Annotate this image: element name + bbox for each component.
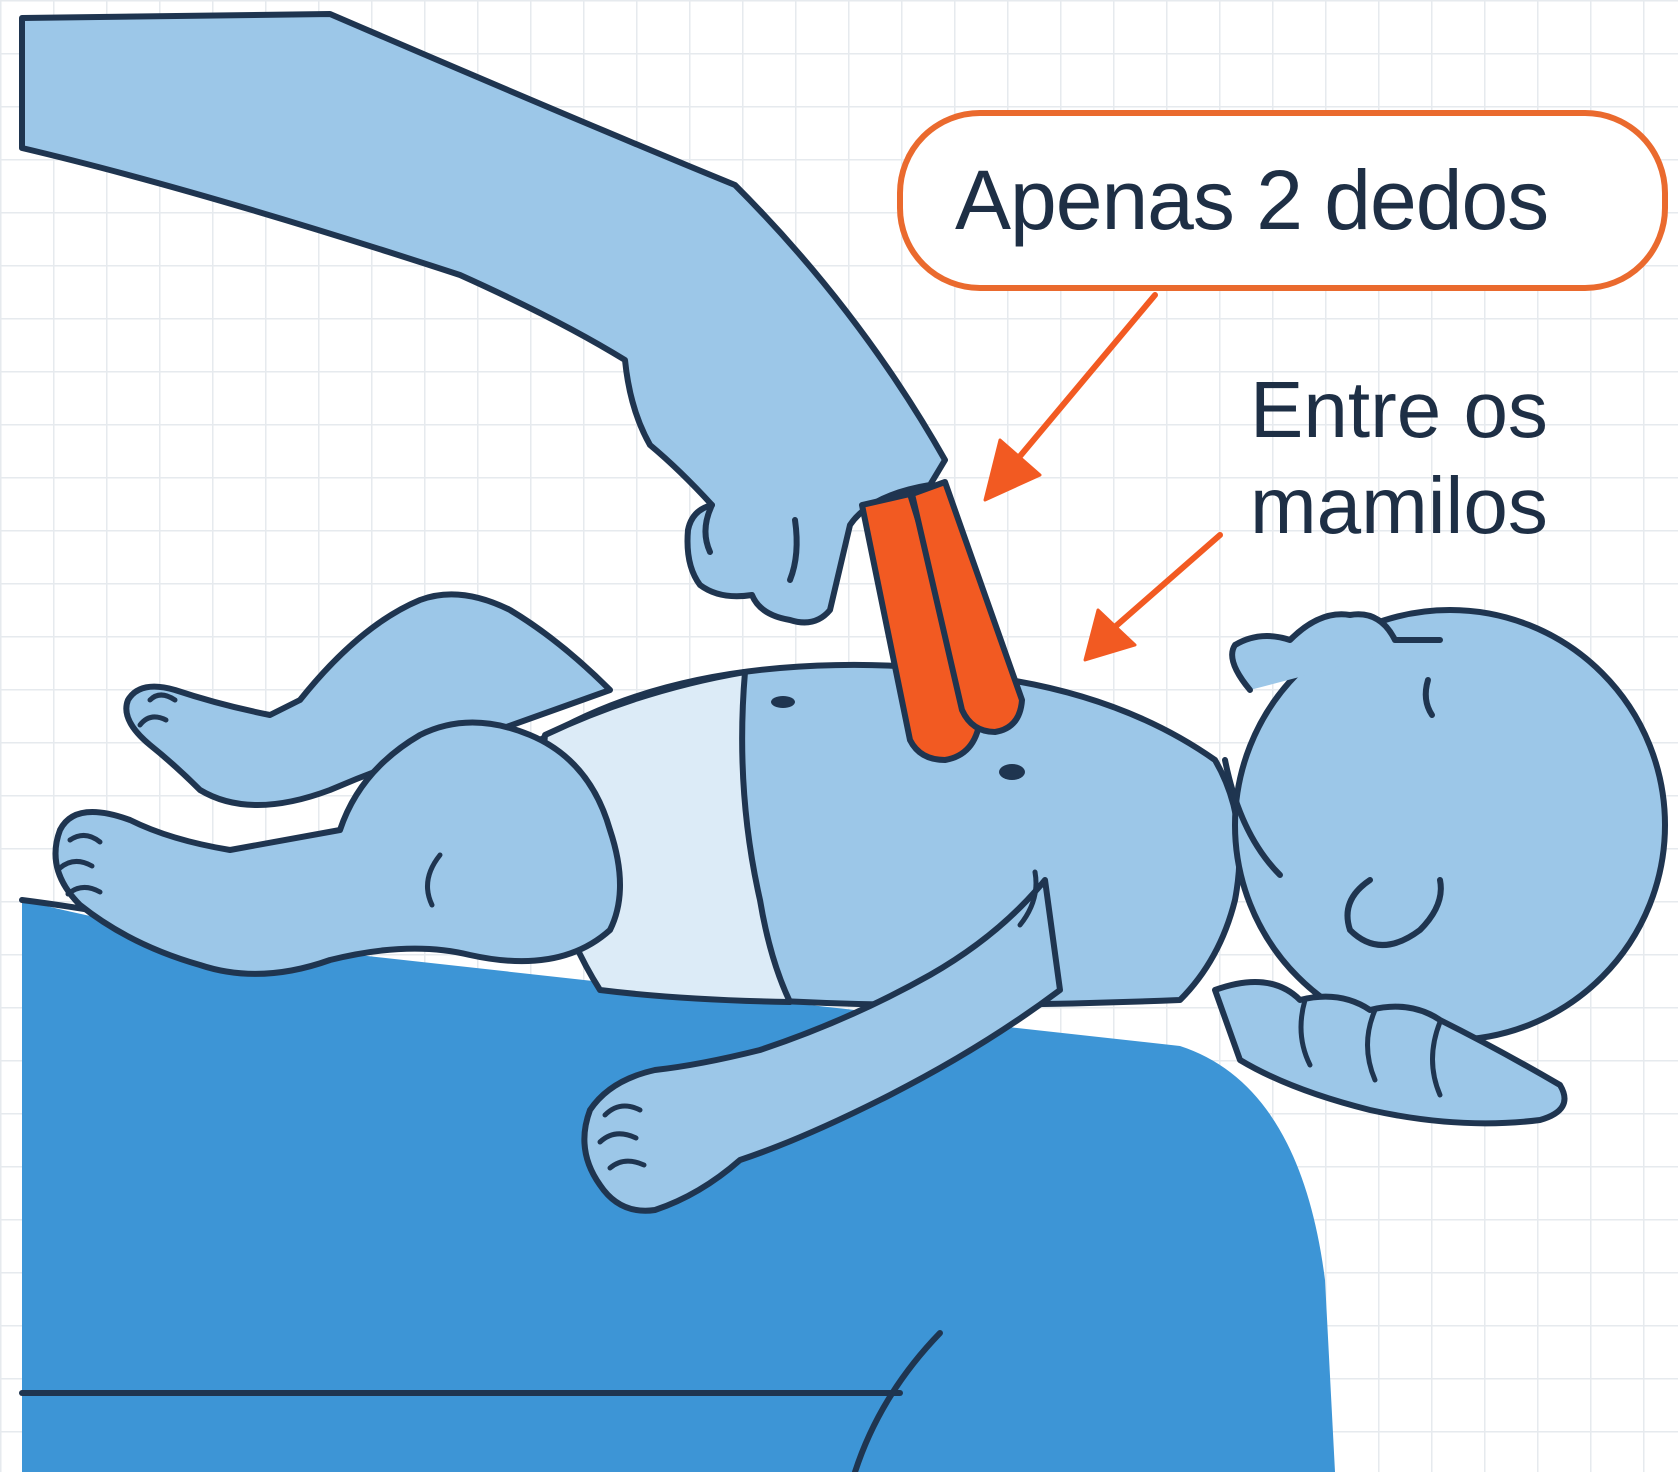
near-toes [57,833,103,897]
nipple-right [999,764,1025,780]
baby-arm [581,877,1063,1214]
near-knee-line [425,852,443,908]
compression-finger-2 [909,479,1025,735]
callout-nipples-line1: Entre os [1250,365,1548,454]
baby-face-profile [1229,611,1443,693]
baby-fingers [597,1103,647,1171]
baby-jaw-line [1222,757,1283,878]
baby-ear [1344,877,1444,948]
nipple-left [771,696,795,708]
callout-fingers-label: Apenas 2 dedos [955,153,1549,247]
callout-box [897,110,1668,291]
far-toes [137,692,178,728]
arrow-nipples-head [1083,608,1137,662]
callout-nipples-label: Entre os mamilos [1250,362,1548,554]
arrow-fingers-head [983,438,1042,502]
knuckle-line [702,502,715,555]
arm-crease [1017,869,1039,928]
baby-eye [1422,677,1435,718]
arrow-fingers-shaft [997,292,1158,483]
supporting-fingers [1298,997,1443,1098]
arrow-nipples-shaft [1097,532,1223,643]
callout-nipples-line2: mamilos [1250,461,1548,550]
baby-near-leg [52,719,623,977]
baby-far-leg [123,591,613,808]
rescuer-arm [19,11,948,626]
finger-crease [787,517,800,583]
table-curve-line [852,1330,943,1472]
